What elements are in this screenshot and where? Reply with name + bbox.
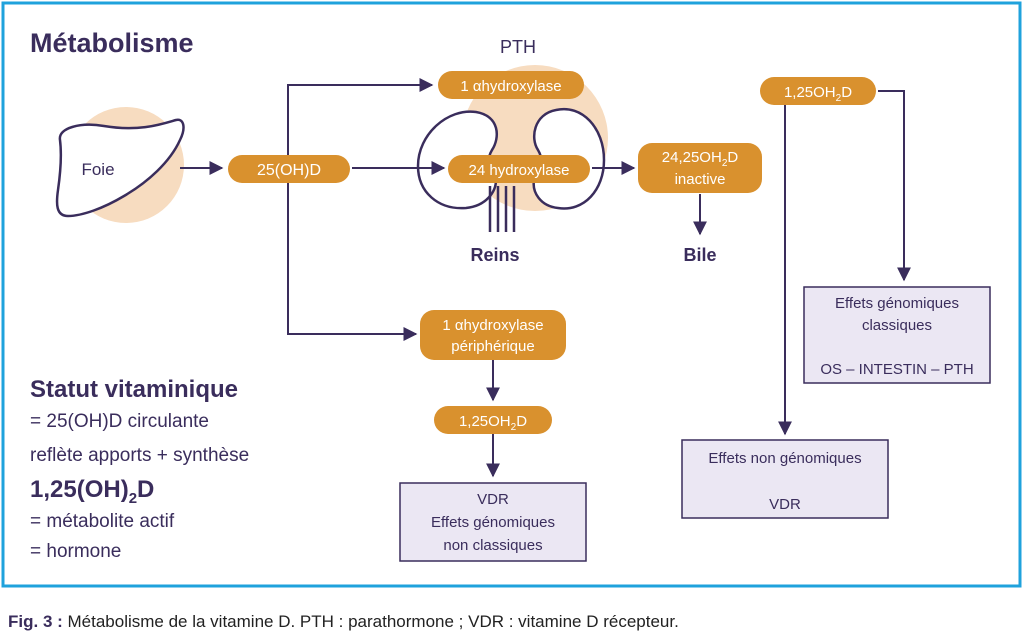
box-nongenomic-line1: Effets non génomiques [708, 450, 861, 467]
pill-peripheral-hydroxylase [420, 310, 566, 360]
status-line2: reflète apports + synthèse [30, 445, 249, 466]
pill-peripheral-calcitriol-label: 1,25OH2D [459, 413, 527, 433]
pill-1alpha-hydroxylase-label: 1 αhydroxylase [460, 78, 561, 95]
pill-peripheral-line1: 1 αhydroxylase [442, 317, 543, 334]
ureters-icon [488, 186, 516, 232]
box-vdr-line2: Effets génomiques [431, 514, 555, 531]
liver-label: Foie [81, 160, 114, 179]
pill-24-hydroxylase-label: 24 hydroxylase [469, 162, 570, 179]
pill-1alpha-hydroxylase [438, 71, 584, 99]
bile-label: Bile [683, 245, 716, 265]
pth-label: PTH [500, 37, 536, 57]
diagram-title: Métabolisme [30, 28, 194, 58]
status-line1: = 25(OH)D circulante [30, 411, 209, 432]
status-line3: = métabolite actif [30, 511, 175, 532]
box-vdr-line3: non classiques [443, 537, 542, 554]
box-classic-line2: classiques [862, 317, 932, 334]
liver-icon [55, 118, 185, 218]
status-heading2: 1,25(OH)2D [30, 476, 154, 507]
pill-right-calcitriol [760, 77, 876, 105]
pill-inactive-metabolite-line2: inactive [675, 171, 726, 188]
box-non-genomic [681, 439, 889, 519]
pill-peripheral-line2: périphérique [451, 338, 534, 355]
box-vdr-non-classic [399, 482, 587, 562]
box-vdr-line1: VDR [477, 491, 509, 508]
arrow-calcidiol-to-peripheral [287, 181, 418, 341]
pill-inactive-metabolite [638, 143, 762, 193]
box-classic-line1: Effets génomiques [835, 295, 959, 312]
box-classic-genomic [803, 286, 991, 384]
box-classic-line3: OS – INTESTIN – PTH [820, 361, 973, 378]
status-line4: = hormone [30, 541, 121, 562]
pill-calcidiol-label: 25(OH)D [257, 162, 321, 179]
pill-inactive-metabolite-line1: 24,25OH2D [662, 149, 739, 169]
status-heading: Statut vitaminique [30, 376, 238, 403]
kidneys-label: Reins [470, 245, 519, 265]
arrow-right-to-classic [878, 90, 911, 282]
figure-caption: Fig. 3 : Métabolisme de la vitamine D. P… [8, 612, 679, 632]
arrows [180, 78, 911, 488]
arrow-calcidiol-to-1alpha [287, 78, 434, 155]
figure-caption-text: Métabolisme de la vitamine D. PTH : para… [62, 612, 679, 631]
pill-peripheral-calcitriol [434, 406, 552, 434]
figure-caption-label: Fig. 3 : [8, 612, 63, 631]
pill-right-calcitriol-label: 1,25OH2D [784, 84, 852, 104]
pill-24-hydroxylase [448, 155, 590, 183]
box-nongenomic-line2: VDR [769, 496, 801, 513]
pill-calcidiol [228, 155, 350, 183]
